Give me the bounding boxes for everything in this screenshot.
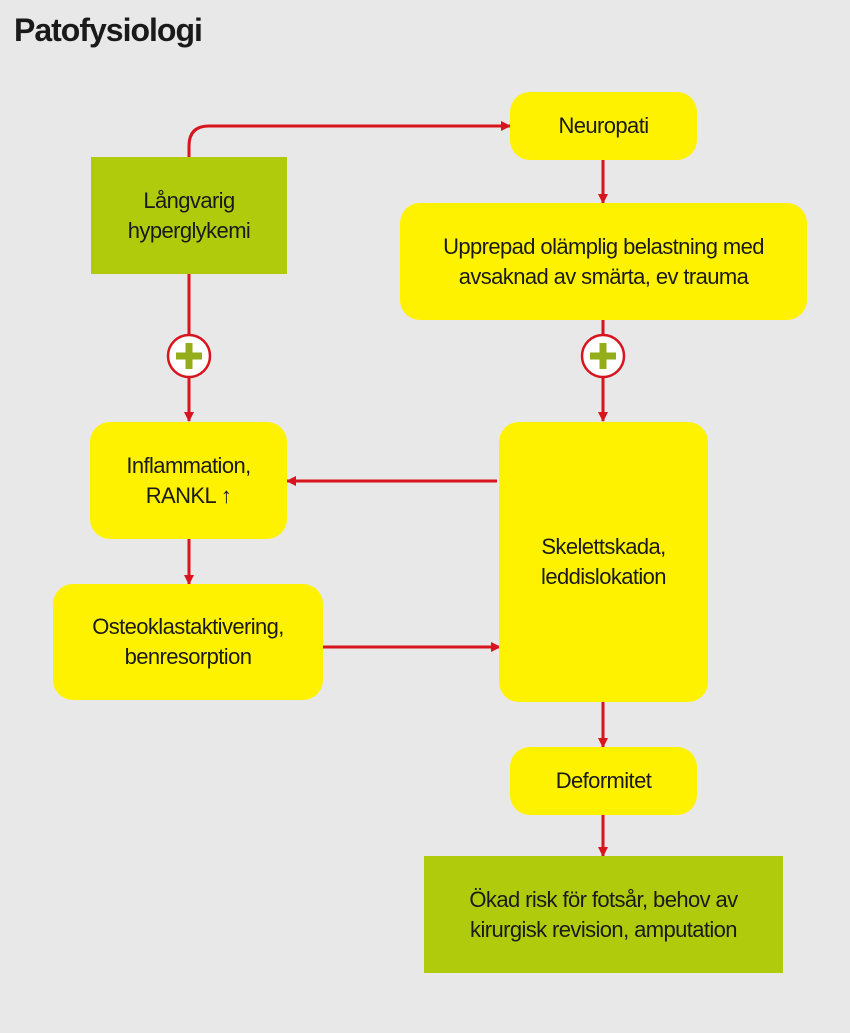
node-risk: Ökad risk för fotsår, behov av kirurgisk… (424, 856, 783, 973)
node-osteoklast: Osteoklastaktivering, benresorption (53, 584, 323, 700)
plus-icon (580, 333, 626, 379)
node-inflammation: Inflammation, RANKL ↑ (90, 422, 287, 539)
page-title: Patofysiologi (14, 12, 203, 48)
node-hyperglykemi: Långvarig hyperglykemi (91, 157, 287, 274)
plus-icon (166, 333, 212, 379)
node-skelettskada: Skelettskada, leddislokation (499, 422, 708, 702)
node-deformitet: Deformitet (510, 747, 697, 815)
arrow-hyperglykemi-to-neuropati (187, 121, 511, 157)
node-belastning: Upprepad olämplig belastning med avsakna… (400, 203, 807, 320)
node-neuropati: Neuropati (510, 92, 697, 160)
